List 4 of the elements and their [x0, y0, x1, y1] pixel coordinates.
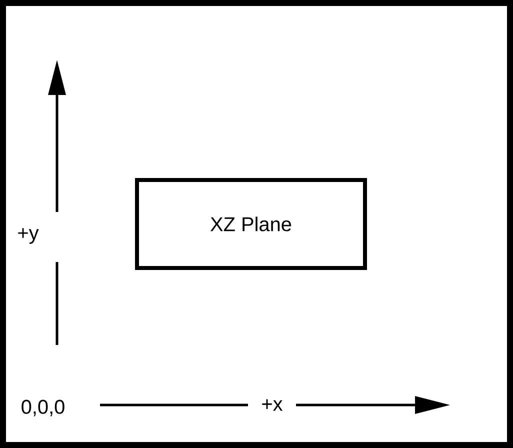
axis-label: +y [18, 228, 39, 244]
axis-label: 0,0,0 [22, 400, 64, 416]
plane-box: XZ Plane [135, 178, 367, 270]
axis-label: +x [262, 399, 283, 411]
